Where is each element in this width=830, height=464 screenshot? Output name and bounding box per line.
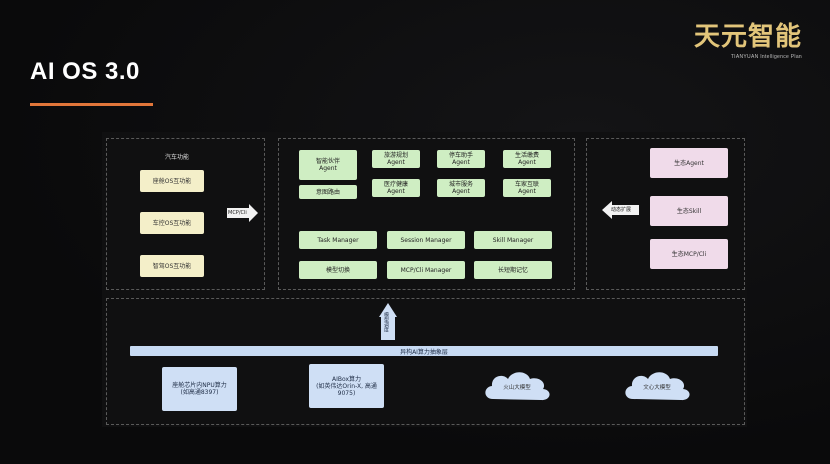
- arrow-up-icon: [379, 303, 397, 340]
- memory-manager: 长短期记忆: [474, 261, 552, 279]
- ecosystem-panel: 生态Agent 生态Skill 生态MCP/Cli: [586, 138, 745, 290]
- title-underline: [30, 103, 153, 106]
- compute-panel: 模型调度 异构AI算力抽象层 座舱芯片内NPU算力 (如高通8397) AIBo…: [106, 298, 745, 425]
- intent-router: 意图路由: [299, 185, 357, 199]
- agent-framework-panel: 智能伙伴 Agent 旅游规划 Agent 停车助手 Agent 生活缴费 Ag…: [278, 138, 575, 290]
- agent-car-home: 车家互联 Agent: [503, 179, 551, 197]
- agent-parking: 停车助手 Agent: [437, 150, 485, 168]
- brand-tagline: TIANYUAN Intelligence Plan: [730, 54, 802, 60]
- compute-abstraction-bar: 异构AI算力抽象层: [130, 346, 718, 356]
- ecosystem-skill: 生态Skill: [650, 196, 728, 226]
- brand-name: 天元智能: [693, 22, 802, 52]
- cloud-volcano-label: 火山大模型: [503, 385, 531, 391]
- cloud-wenxin-label: 文心大模型: [643, 385, 671, 391]
- skill-manager: Skill Manager: [474, 231, 552, 249]
- task-manager: Task Manager: [299, 231, 377, 249]
- brand-logo: 天元智能 TIANYUAN Intelligence Plan: [694, 22, 802, 60]
- car-functions-panel: 汽车功能 座舱OS互功能 车控OS互功能 智驾OS互功能: [106, 138, 265, 290]
- model-dispatch-label: 模型调度: [383, 312, 389, 332]
- agent-smart-partner: 智能伙伴 Agent: [299, 150, 357, 180]
- agent-city: 城市服务 Agent: [437, 179, 485, 197]
- mcp-cli-manager: MCP/Cli Manager: [387, 261, 465, 279]
- driving-os-item: 智驾OS互功能: [140, 255, 204, 277]
- cockpit-os-item: 座舱OS互功能: [140, 170, 204, 192]
- cockpit-npu-compute: 座舱芯片内NPU算力 (如高通8397): [162, 367, 237, 411]
- cloud-icon: [625, 372, 690, 401]
- slide-title: AI OS 3.0: [30, 58, 140, 85]
- dynamic-extension-label: 动态扩展: [611, 207, 632, 213]
- ecosystem-mcp-cli: 生态MCP/Cli: [650, 239, 728, 269]
- ecosystem-agent: 生态Agent: [650, 148, 728, 178]
- cloud-volcano-model: 火山大模型: [479, 367, 555, 407]
- architecture-diagram: 汽车功能 座舱OS互功能 车控OS互功能 智驾OS互功能 MCP/Cli 智能伙…: [102, 132, 747, 427]
- vehicle-control-os-item: 车控OS互功能: [140, 212, 204, 234]
- cloud-icon: [485, 372, 550, 401]
- mcp-cli-connector-label: MCP/Cli: [228, 210, 247, 216]
- aibox-compute: AIBox算力 (如英伟达Orin-X, 高通 9075): [309, 364, 384, 408]
- arrow-left-icon: [602, 201, 639, 219]
- model-switch: 模型切换: [299, 261, 377, 279]
- session-manager: Session Manager: [387, 231, 465, 249]
- agent-travel: 旅游规划 Agent: [372, 150, 420, 168]
- cloud-wenxin-model: 文心大模型: [619, 367, 695, 407]
- arrow-right-icon: [227, 204, 258, 222]
- agent-medical: 医疗健康 Agent: [372, 179, 420, 197]
- car-functions-label: 汽车功能: [165, 154, 190, 161]
- agent-bill-pay: 生活缴费 Agent: [503, 150, 551, 168]
